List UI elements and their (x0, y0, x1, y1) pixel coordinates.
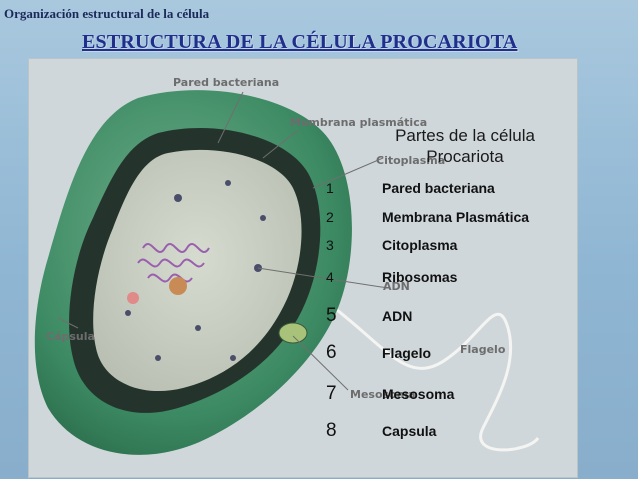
legend-label: Flagelo (382, 345, 432, 361)
label-citoplasma: Citoplasma (376, 154, 446, 167)
legend-label: Citoplasma (382, 237, 458, 253)
legend-number: 6 (326, 342, 337, 363)
legend-item: 3 Citoplasma (320, 237, 457, 253)
label-capsula: Cápsula (46, 330, 95, 343)
legend-label: ADN (382, 308, 413, 324)
legend-item: 4 Ribosomas (320, 269, 457, 285)
cytoplasm (93, 149, 302, 392)
legend-title-line1: Partes de la célula (395, 126, 535, 145)
inclusion (127, 292, 139, 304)
bacterium-illustration (34, 90, 540, 455)
legend-label: Pared bacteriana (382, 180, 495, 196)
label-flagelo: Flagelo (460, 343, 506, 356)
legend-number: 1 (326, 180, 334, 196)
label-membrana: Membrana plasmática (290, 116, 428, 129)
legend-number: 4 (326, 269, 334, 285)
legend-title-line2: Procariota (426, 147, 504, 166)
legend-label: Capsula (382, 423, 437, 439)
top-caption: Organización estructural de la célula (4, 6, 210, 21)
legend-label: Membrana Plasmática (382, 209, 530, 225)
legend-number: 2 (326, 209, 334, 225)
inclusion (169, 277, 187, 295)
legend-label: Ribosomas (382, 269, 458, 285)
legend-item: 1 Pared bacteriana (320, 180, 495, 196)
legend-item: 7 Mesosoma (320, 383, 454, 405)
legend-item: 8 Capsula (320, 420, 436, 442)
mesosome (278, 322, 308, 344)
slide-title: ESTRUCTURA DE LA CÉLULA PROCARIOTA (82, 31, 518, 53)
legend-number: 3 (326, 237, 334, 253)
legend-item: 2 Membrana Plasmática (320, 209, 529, 225)
legend-item: 6 Flagelo (320, 342, 431, 364)
legend-item: 5 ADN (320, 305, 412, 327)
legend-label: Mesosoma (382, 386, 455, 402)
legend-number: 8 (326, 420, 337, 441)
flagellum (327, 301, 540, 452)
bacterium-figure: Pared bacteriana Membrana plasmática Cit… (28, 58, 578, 478)
legend-title: Partes de la célula Procariota (360, 125, 570, 167)
label-adn: ADN (383, 280, 410, 293)
legend-number: 7 (326, 383, 337, 404)
label-mesosoma: Mesosoma (350, 388, 416, 401)
legend-number: 5 (326, 305, 337, 326)
label-pared: Pared bacteriana (173, 76, 280, 89)
